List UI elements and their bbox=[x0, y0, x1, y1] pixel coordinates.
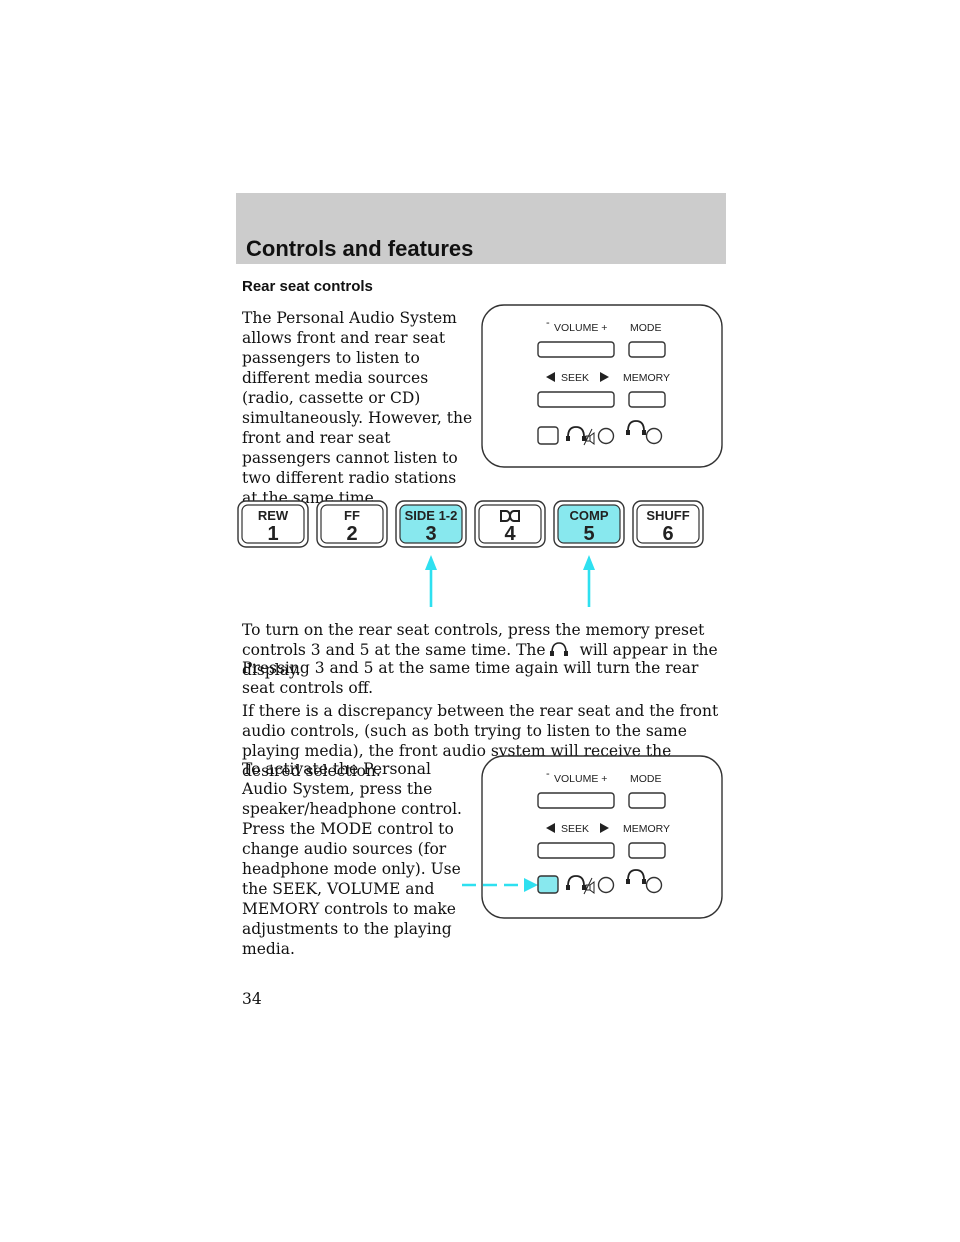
seek-right-arrow-icon bbox=[600, 823, 609, 833]
memory-button[interactable] bbox=[628, 391, 666, 408]
indicator-arrowhead-icon bbox=[524, 878, 538, 892]
preset-label-5: COMP bbox=[570, 508, 609, 523]
rear-knob-1[interactable] bbox=[597, 876, 615, 894]
volume-rocker-button[interactable] bbox=[537, 341, 615, 358]
preset-label-6: SHUFF bbox=[646, 508, 689, 523]
volume-label: VOLUME + bbox=[554, 322, 607, 334]
press-indicator-arrow-icon-5 bbox=[583, 555, 595, 607]
volume-rocker-button[interactable] bbox=[537, 792, 615, 809]
page-number: 34 bbox=[242, 990, 262, 1008]
preset-button-4[interactable]: 4 bbox=[474, 500, 546, 548]
preset-button-2[interactable]: FF2 bbox=[316, 500, 388, 548]
press-indicator-arrow-icon-3 bbox=[425, 555, 437, 607]
memory-button[interactable] bbox=[628, 842, 666, 859]
section-title: Rear seat controls bbox=[242, 278, 373, 295]
seek-left-arrow-icon bbox=[546, 823, 555, 833]
rear-control-panel-activate: - VOLUME + MODE SEEK MEMORY bbox=[462, 755, 723, 919]
seek-label: SEEK bbox=[561, 823, 589, 835]
preset-label-1: REW bbox=[258, 508, 289, 523]
seek-right-arrow-icon bbox=[600, 372, 609, 382]
turn-on-text-after: will appear in the display. bbox=[242, 641, 718, 679]
rear-knob-2[interactable] bbox=[645, 876, 663, 894]
preset-number-2: 2 bbox=[346, 523, 357, 545]
seek-rocker-button[interactable] bbox=[537, 391, 615, 408]
seek-label: SEEK bbox=[561, 372, 589, 384]
page-header-title: Controls and features bbox=[246, 236, 474, 261]
mode-label: MODE bbox=[630, 773, 662, 785]
headphone-speaker-icon bbox=[566, 426, 595, 446]
preset-label-2: FF bbox=[344, 508, 360, 523]
seek-rocker-button[interactable] bbox=[537, 842, 615, 859]
preset-button-3[interactable]: SIDE 1-23 bbox=[395, 500, 467, 548]
mode-label: MODE bbox=[630, 322, 662, 334]
activate-paragraph: To activate the Personal Audio System, p… bbox=[242, 760, 462, 958]
preset-label-3: SIDE 1-2 bbox=[405, 508, 458, 523]
headphone-inline-icon bbox=[549, 642, 568, 656]
turn-off-paragraph: Pressing 3 and 5 at the same time again … bbox=[242, 659, 699, 697]
turn-on-paragraph: To turn on the rear seat controls, press… bbox=[242, 620, 722, 680]
preset-number-4: 4 bbox=[504, 523, 516, 545]
rear-knob-1[interactable] bbox=[597, 427, 615, 445]
preset-number-3: 3 bbox=[425, 523, 436, 545]
intro-paragraph: The Personal Audio System allows front a… bbox=[242, 309, 473, 507]
mode-button[interactable] bbox=[628, 792, 666, 809]
speaker-headphone-button[interactable] bbox=[537, 426, 559, 445]
dolby-icon bbox=[500, 510, 520, 522]
volume-label: VOLUME + bbox=[554, 773, 607, 785]
preset-number-1: 1 bbox=[267, 523, 278, 545]
memory-label: MEMORY bbox=[623, 372, 670, 384]
turn-on-text-before: To turn on the rear seat controls, press… bbox=[242, 621, 705, 659]
volume-minus-label: - bbox=[546, 317, 550, 329]
header-band: Controls and features bbox=[236, 193, 726, 264]
volume-minus-label: - bbox=[546, 768, 550, 780]
rear-control-panel: - VOLUME + MODE SEEK MEMORY bbox=[481, 304, 723, 468]
memory-label: MEMORY bbox=[623, 823, 670, 835]
seek-left-arrow-icon bbox=[546, 372, 555, 382]
preset-number-6: 6 bbox=[662, 523, 673, 545]
mode-button[interactable] bbox=[628, 341, 666, 358]
headphone-icon bbox=[626, 420, 646, 435]
preset-number-5: 5 bbox=[583, 523, 594, 545]
headphone-speaker-icon bbox=[566, 875, 595, 895]
headphone-icon bbox=[626, 869, 646, 884]
speaker-headphone-button-highlighted[interactable] bbox=[537, 875, 559, 894]
rear-knob-2[interactable] bbox=[645, 427, 663, 445]
